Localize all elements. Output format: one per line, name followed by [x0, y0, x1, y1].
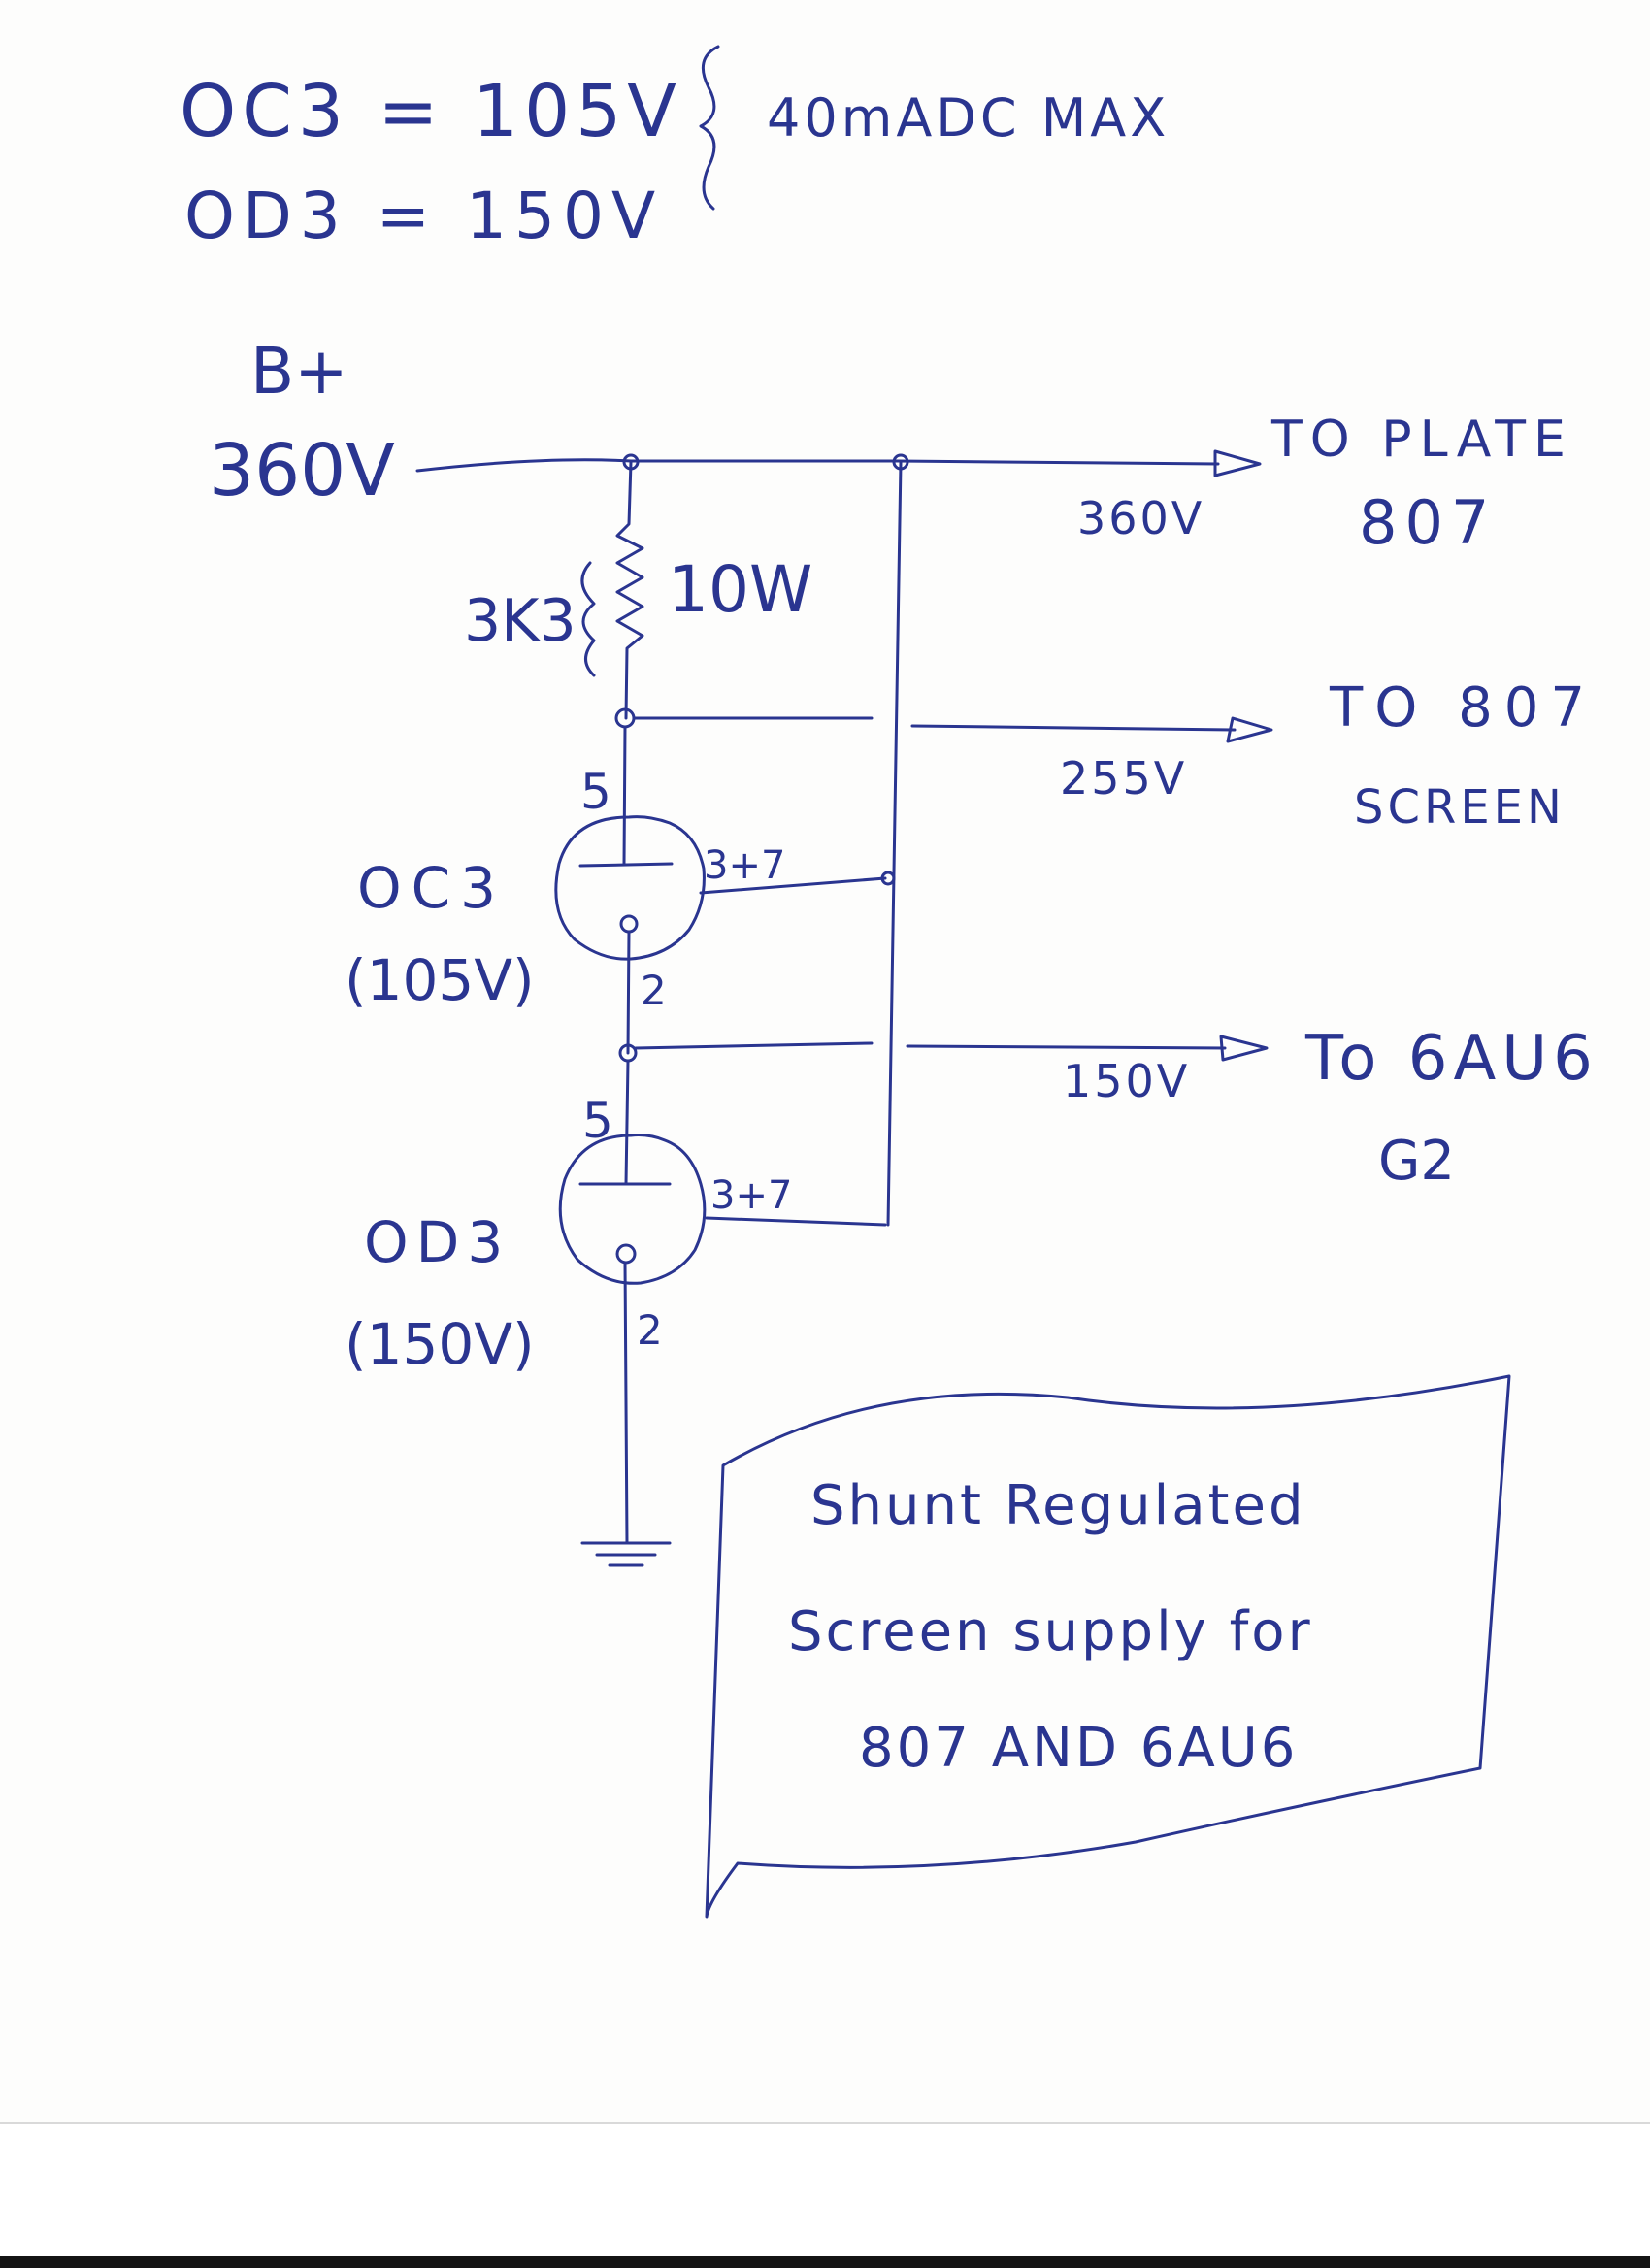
od3-pin-side-label: 3+7: [710, 1173, 792, 1218]
oc3-spec-text: OC3 = 105V: [180, 70, 682, 153]
g2-label-line1: To 6AU6: [1304, 1023, 1599, 1095]
note-banner-box: [705, 1374, 1511, 1919]
od3-side-wire: [705, 1216, 887, 1227]
screen-output-wire: [910, 724, 1237, 732]
plate-voltage-label: 360V: [1077, 492, 1204, 544]
oc3-top-lead-wire: [622, 725, 627, 866]
b-plus-rail-wire: [415, 458, 1220, 473]
g2-output-wire: [906, 1044, 1227, 1050]
scan-bottom-margin: [0, 2122, 1650, 2258]
b-plus-label: B+: [250, 334, 348, 409]
plate-label-line1: TO PLATE: [1270, 411, 1573, 469]
screen-voltage-label: 255V: [1060, 752, 1187, 805]
od3-pin-bottom-label: 2: [637, 1306, 663, 1354]
oc3-bottom-lead-wire: [626, 930, 631, 1055]
od3-tube-envelope: [558, 1134, 707, 1285]
note-line1: Shunt Regulated: [810, 1474, 1306, 1537]
resistor-power-label: 10W: [668, 552, 812, 627]
oc3-bus-junction: [880, 871, 896, 886]
resistor-brace: [580, 561, 596, 677]
spec-brace: [699, 45, 720, 211]
od3-spec-text: OD3 = 150V: [184, 179, 663, 253]
resistor-3k3-symbol: [615, 460, 644, 720]
b-plus-voltage: 360V: [209, 429, 395, 512]
note-line3: 807 AND 6AU6: [859, 1717, 1298, 1780]
oc3-side-wire: [699, 876, 887, 895]
od3-voltage-label: (150V): [345, 1311, 535, 1377]
screen-label-line1: TO 807: [1329, 676, 1597, 740]
node-150v-stub-wire: [634, 1041, 874, 1050]
screen-output-arrow-icon: [1226, 716, 1273, 743]
oc3-cathode-dot: [619, 914, 639, 934]
oc3-anode-plate: [578, 862, 674, 868]
plate-label-line2: 807: [1359, 487, 1497, 558]
oc3-voltage-label: (105V): [345, 947, 535, 1013]
od3-name-label: OD3: [364, 1209, 511, 1275]
oc3-pin-side-label: 3+7: [704, 843, 785, 888]
od3-cathode-dot: [615, 1243, 637, 1265]
od3-top-lead-wire: [624, 1059, 630, 1186]
oc3-pin-top-label: 5: [580, 764, 611, 820]
plate-output-arrow-icon: [1213, 449, 1262, 477]
oc3-name-label: OC3: [357, 855, 506, 921]
g2-output-arrow-icon: [1219, 1035, 1269, 1062]
scan-bottom-edge: [0, 2256, 1650, 2268]
oc3-pin-bottom-label: 2: [641, 967, 667, 1014]
screen-label-line2: SCREEN: [1354, 780, 1566, 835]
od3-bottom-lead-wire: [623, 1261, 629, 1545]
note-line2: Screen supply for: [788, 1600, 1313, 1663]
current-limit-text: 40mADC MAX: [767, 87, 1170, 148]
resistor-value-label: 3K3: [464, 587, 577, 655]
right-vertical-bus-wire: [886, 460, 903, 1227]
ground-icon: [580, 1541, 672, 1567]
g2-label-line2: G2: [1378, 1130, 1455, 1193]
oc3-tube-envelope: [554, 815, 706, 961]
g2-voltage-label: 150V: [1063, 1055, 1190, 1107]
